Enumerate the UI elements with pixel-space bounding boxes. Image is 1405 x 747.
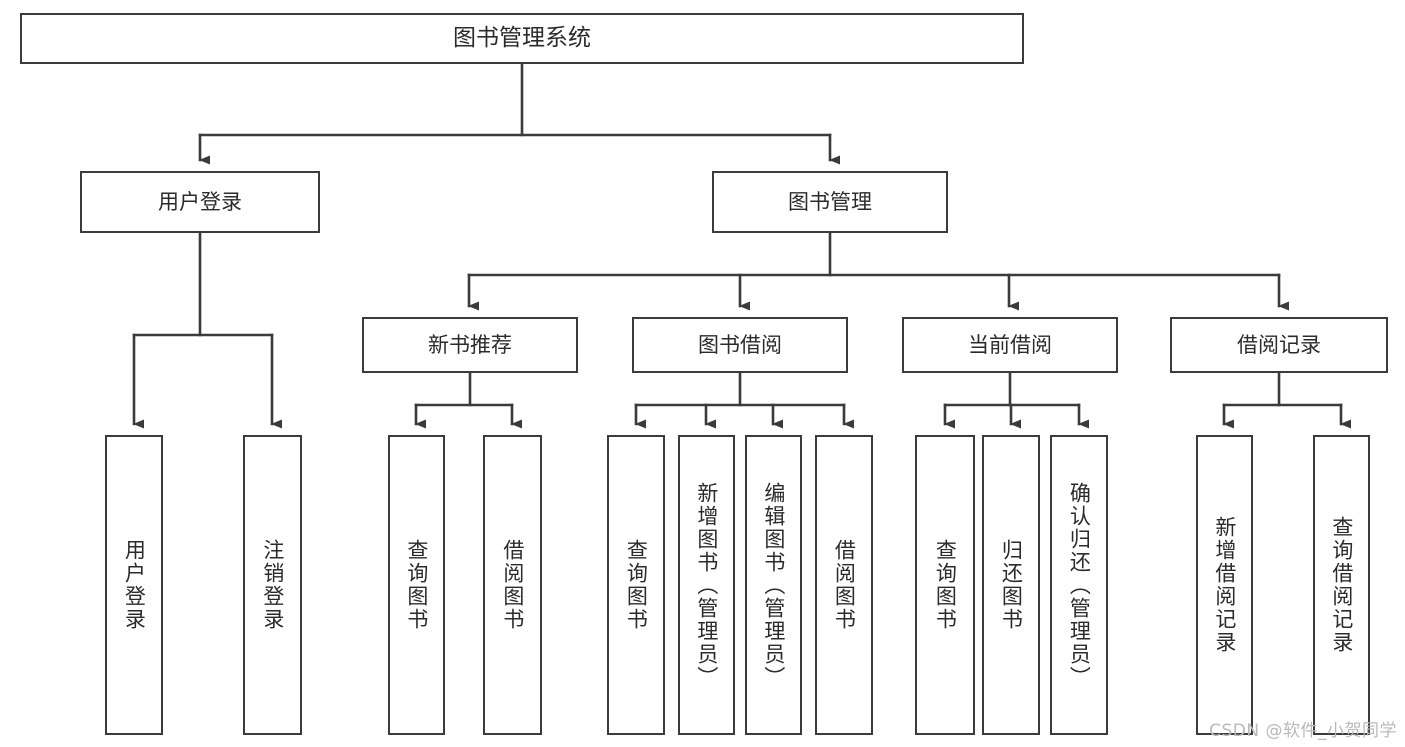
node-leaf-label: 新增图书（管理员） xyxy=(694,481,719,689)
node-leaf-borrow-borrow-book[interactable]: 借阅图书 xyxy=(815,435,873,735)
node-leaf-record-add-record[interactable]: 新增借阅记录 xyxy=(1196,435,1253,735)
node-leaf-current-confirm-return[interactable]: 确认归还（管理员） xyxy=(1050,435,1108,735)
watermark: CSDN @软件_小贺同学 xyxy=(1209,721,1397,741)
node-leaf-current-return-book[interactable]: 归还图书 xyxy=(982,435,1040,735)
node-book-manage-label: 图书管理 xyxy=(788,189,872,214)
node-leaf-record-query-record[interactable]: 查询借阅记录 xyxy=(1313,435,1370,735)
node-leaf-user-logout[interactable]: 注销登录 xyxy=(243,435,302,735)
node-current-borrow[interactable]: 当前借阅 xyxy=(902,317,1118,373)
node-leaf-label: 查询借阅记录 xyxy=(1329,516,1354,654)
node-leaf-label: 借阅图书 xyxy=(832,539,857,631)
node-leaf-label: 借阅图书 xyxy=(500,539,525,631)
node-leaf-label: 确认归还（管理员） xyxy=(1067,481,1092,689)
node-root-system[interactable]: 图书管理系统 xyxy=(20,13,1024,64)
node-leaf-label: 用户登录 xyxy=(122,539,147,631)
node-leaf-label: 注销登录 xyxy=(260,539,285,631)
node-book-manage[interactable]: 图书管理 xyxy=(712,171,948,233)
node-current-borrow-label: 当前借阅 xyxy=(968,332,1052,357)
node-leaf-label: 查询图书 xyxy=(404,539,429,631)
node-leaf-borrow-add-book[interactable]: 新增图书（管理员） xyxy=(678,435,735,735)
node-leaf-current-query-book[interactable]: 查询图书 xyxy=(915,435,975,735)
node-leaf-label: 新增借阅记录 xyxy=(1212,516,1237,654)
node-user-login-label: 用户登录 xyxy=(158,189,242,214)
node-leaf-label: 归还图书 xyxy=(999,539,1024,631)
node-leaf-recommend-borrow-book[interactable]: 借阅图书 xyxy=(483,435,542,735)
node-book-borrow[interactable]: 图书借阅 xyxy=(632,317,848,373)
node-borrow-record-label: 借阅记录 xyxy=(1237,332,1321,357)
node-root-label: 图书管理系统 xyxy=(453,24,591,51)
node-leaf-label: 编辑图书（管理员） xyxy=(761,481,786,689)
node-book-borrow-label: 图书借阅 xyxy=(698,332,782,357)
node-leaf-user-login-do[interactable]: 用户登录 xyxy=(105,435,163,735)
node-leaf-label: 查询图书 xyxy=(933,539,958,631)
node-user-login[interactable]: 用户登录 xyxy=(80,171,320,233)
node-new-book-recommend[interactable]: 新书推荐 xyxy=(362,317,578,373)
node-borrow-record[interactable]: 借阅记录 xyxy=(1170,317,1388,373)
node-leaf-borrow-edit-book[interactable]: 编辑图书（管理员） xyxy=(745,435,802,735)
node-leaf-label: 查询图书 xyxy=(624,539,649,631)
node-new-book-recommend-label: 新书推荐 xyxy=(428,332,512,357)
node-leaf-borrow-query-book[interactable]: 查询图书 xyxy=(607,435,665,735)
node-leaf-recommend-query-book[interactable]: 查询图书 xyxy=(388,435,445,735)
